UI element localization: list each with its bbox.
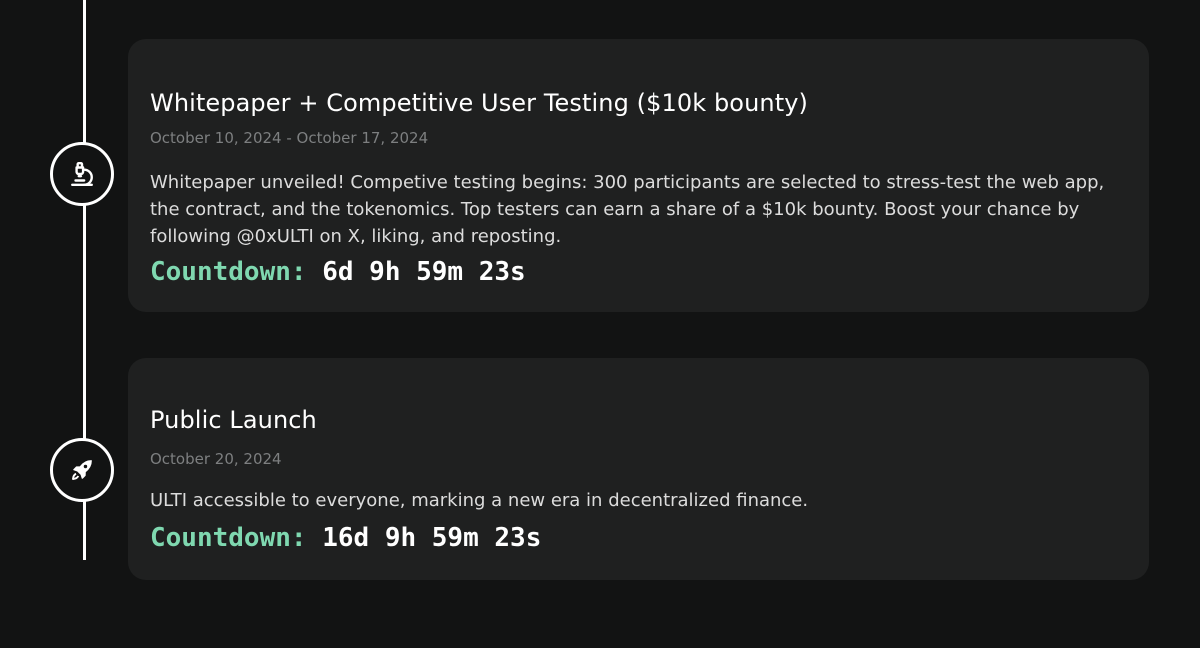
microscope-icon xyxy=(71,161,93,187)
timeline-node-launch xyxy=(50,438,114,502)
countdown-value: 6d 9h 59m 23s xyxy=(322,257,526,287)
rocket-icon xyxy=(72,460,92,480)
milestone-description: Whitepaper unveiled! Competive testing b… xyxy=(150,172,1105,247)
milestone-date: October 10, 2024 - October 17, 2024 xyxy=(150,129,429,147)
milestone-date: October 20, 2024 xyxy=(150,450,282,468)
milestone-description: ULTI accessible to everyone, marking a n… xyxy=(150,490,809,511)
countdown-value: 16d 9h 59m 23s xyxy=(322,523,542,553)
countdown-label: Countdown: xyxy=(150,523,307,553)
timeline-line xyxy=(83,0,86,560)
countdown: Countdown: 6d 9h 59m 23s xyxy=(150,257,526,287)
countdown-label: Countdown: xyxy=(150,257,307,287)
milestone-card-whitepaper: Whitepaper + Competitive User Testing ($… xyxy=(128,39,1149,312)
countdown: Countdown: 16d 9h 59m 23s xyxy=(150,523,541,553)
milestone-title: Whitepaper + Competitive User Testing ($… xyxy=(150,89,808,117)
milestone-card-launch: Public Launch October 20, 2024 ULTI acce… xyxy=(128,358,1149,580)
milestone-title: Public Launch xyxy=(150,406,317,434)
timeline-node-whitepaper xyxy=(50,142,114,206)
